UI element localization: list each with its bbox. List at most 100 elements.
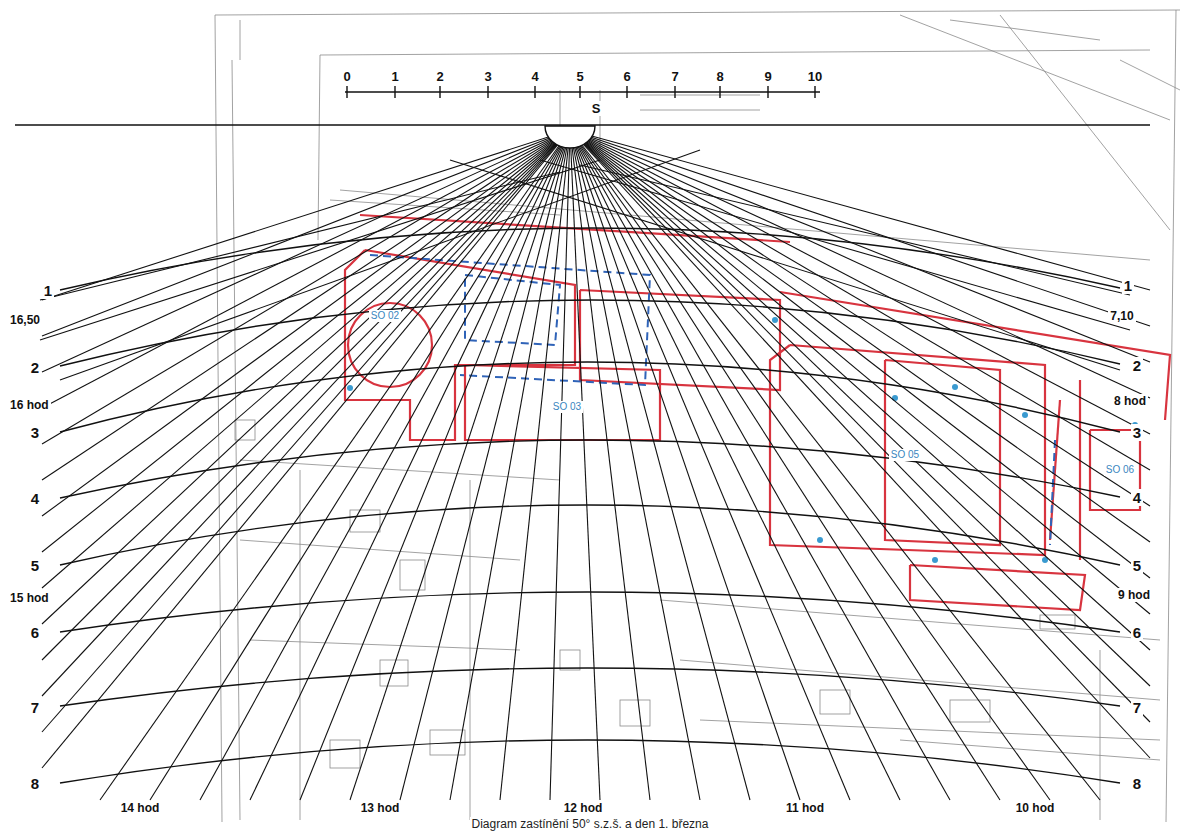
- scale-tick: [719, 86, 720, 98]
- hour-line: [40, 172, 560, 300]
- scale-tick: [394, 86, 395, 98]
- parcel-line: [660, 600, 1160, 640]
- shadow-ray: [300, 130, 570, 800]
- shadow-ray: [570, 130, 600, 800]
- scale-tick: [626, 86, 627, 98]
- hour-label: 14 hod: [119, 801, 162, 815]
- shadow-curve: [60, 362, 1120, 432]
- shadow-ray: [42, 130, 570, 552]
- curve-number: 2: [1131, 357, 1143, 374]
- house-outline: [560, 650, 580, 670]
- shadow-ray: [500, 130, 570, 800]
- curve-number: 8: [1131, 775, 1143, 792]
- sun-point: [545, 126, 595, 148]
- house-outline: [400, 560, 425, 590]
- shadow-ray: [570, 130, 1150, 614]
- parcel-line: [250, 640, 520, 650]
- parcel-line: [900, 15, 1170, 120]
- hour-label: 16 hod: [8, 398, 51, 412]
- shadow-ray: [42, 130, 570, 444]
- parcel-line: [240, 540, 520, 560]
- scale-tick: [487, 86, 488, 98]
- scale-number: 4: [529, 69, 540, 84]
- shadow-ray: [42, 130, 570, 516]
- curve-number: 8: [29, 775, 41, 792]
- scale-tick: [767, 86, 768, 98]
- scale-number: 6: [621, 69, 632, 84]
- house-outline: [950, 700, 990, 722]
- survey-dot: [772, 317, 778, 323]
- curve-number: 3: [29, 424, 41, 441]
- scale-tick: [579, 86, 580, 98]
- hour-label: 10 hod: [1014, 801, 1057, 815]
- hour-label: 8 hod: [1112, 394, 1148, 408]
- parcel-line: [1120, 60, 1180, 90]
- building-code: SO 02: [369, 310, 401, 322]
- parcel-line: [215, 10, 1180, 15]
- scale-tick: [346, 86, 347, 98]
- survey-dot: [1022, 412, 1028, 418]
- scale-number: S: [590, 101, 603, 116]
- house-outline: [235, 420, 255, 440]
- curve-number: 3: [1131, 424, 1143, 441]
- shadow-ray: [42, 130, 570, 732]
- parcel-line: [470, 480, 471, 820]
- curve-number: 1: [42, 282, 54, 299]
- shadow-ray: [570, 130, 1150, 650]
- shadow-ray: [450, 130, 570, 800]
- shadow-ray: [570, 130, 1150, 722]
- survey-dot: [347, 385, 353, 391]
- dashed-outline: [465, 275, 560, 345]
- shadow-ray: [570, 130, 1150, 578]
- hour-line: [40, 160, 600, 340]
- curve-number: 2: [29, 359, 41, 376]
- shadow-ray: [550, 130, 570, 800]
- parcel-line: [1000, 15, 1170, 230]
- parcel-line: [1100, 650, 1101, 820]
- house-outline: [330, 740, 360, 768]
- parcel-line: [640, 110, 760, 111]
- parcel-line: [320, 50, 1150, 55]
- scale-tick: [814, 86, 815, 98]
- shadow-ray: [570, 130, 750, 800]
- scale-number: 8: [714, 69, 725, 84]
- shadow-curve: [60, 592, 1120, 632]
- survey-dot: [932, 557, 938, 563]
- survey-dot: [952, 384, 958, 390]
- shadow-rays: [40, 130, 1150, 800]
- shadow-curve: [60, 505, 1120, 565]
- shadow-ray: [570, 130, 1150, 290]
- shadow-ray: [570, 130, 1100, 800]
- hour-label: 13 hod: [359, 801, 402, 815]
- shadow-ray: [42, 130, 570, 408]
- shadow-ray: [570, 130, 1150, 758]
- shadow-curve: [60, 300, 1120, 366]
- curve-number: 4: [29, 490, 41, 507]
- parcel-line: [950, 20, 1100, 40]
- building-outline: [885, 360, 1000, 545]
- shadow-curve: [60, 740, 1120, 783]
- curve-number: 4: [1131, 489, 1143, 506]
- shadow-ray: [570, 130, 1050, 800]
- shadow-ray: [42, 130, 570, 480]
- shadow-ray: [42, 130, 570, 372]
- parcel-line: [680, 660, 1160, 700]
- shadow-ray: [42, 130, 570, 696]
- shadow-ray: [42, 130, 570, 660]
- scale-tick: [439, 86, 440, 98]
- shadow-ray: [350, 130, 570, 800]
- hour-line: [540, 160, 1130, 330]
- hour-label: 9 hod: [1116, 588, 1152, 602]
- shadow-ray: [570, 130, 1150, 362]
- caption: Diagram zastínění 50° s.z.š. a den 1. bř…: [470, 817, 711, 831]
- shadow-ray: [570, 130, 900, 800]
- shadow-ray: [150, 130, 570, 800]
- house-outline: [620, 700, 650, 726]
- scale-number: 2: [434, 69, 445, 84]
- parcel-line: [700, 720, 1160, 740]
- hour-label: 11 hod: [784, 801, 826, 815]
- building-code: SO 03: [551, 401, 583, 413]
- hour-label: 7,10: [1108, 309, 1135, 323]
